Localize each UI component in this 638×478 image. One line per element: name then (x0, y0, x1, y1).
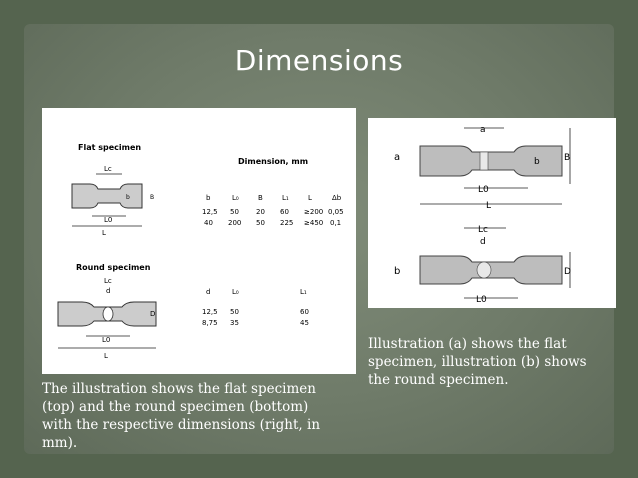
dim-L-label: L (486, 201, 491, 211)
round-header-d: d (206, 288, 210, 296)
figure-a-label: a (394, 152, 400, 163)
flat-l-label: L (102, 229, 106, 237)
flat-cell: ≥450 (304, 219, 323, 227)
round-header-l0: L₀ (232, 288, 239, 296)
flat-cross-section (479, 151, 489, 171)
dimension-header: Dimension, mm (238, 157, 308, 166)
right-figure-drawing: a a b B L0 L b Lc d D L0 (394, 125, 571, 305)
flat-header-L: L (308, 194, 312, 202)
dim-b-label: b (534, 157, 540, 167)
flat-l0-label: L0 (104, 216, 112, 224)
dim-d-label: d (480, 237, 486, 247)
right-figure: a a b B L0 L b Lc d D L0 (368, 118, 616, 308)
round-D-label: D (150, 310, 155, 318)
dim-B-label: B (564, 153, 570, 163)
dim-a-label: a (480, 125, 486, 135)
flat-cell: 0,05 (328, 208, 344, 216)
round-cell: 60 (300, 308, 309, 316)
round-table: d L₀ L₁ 12,5 50 60 8,75 35 45 (202, 288, 309, 327)
round-cross-section (102, 306, 114, 322)
round-specimen-cross-section (476, 261, 492, 279)
flat-cell: 225 (280, 219, 293, 227)
round-cell: 12,5 (202, 308, 218, 316)
flat-cell: 50 (256, 219, 265, 227)
flat-header-l1: L₁ (282, 194, 289, 202)
flat-b-label: b (126, 194, 130, 201)
dim-D-label: D (564, 267, 571, 277)
round-cell: 8,75 (202, 319, 218, 327)
left-figure: Flat specimen Dimension, mm L L0 Lc b B … (42, 108, 356, 374)
flat-header-l0: L₀ (232, 194, 239, 202)
flat-cell: 40 (204, 219, 213, 227)
flat-cell: ≥200 (304, 208, 323, 216)
left-figure-drawing: Flat specimen Dimension, mm L L0 Lc b B … (57, 143, 344, 360)
dim-Lc-label: Lc (478, 225, 488, 235)
flat-cell: 12,5 (202, 208, 218, 216)
caption-right: Illustration (a) shows the flat specimen… (368, 336, 587, 388)
flat-cell: 0,1 (330, 219, 341, 227)
round-header-l1: L₁ (300, 288, 307, 296)
round-lc-label: Lc (104, 277, 112, 285)
round-d-label: d (106, 287, 110, 295)
caption-left: The illustration shows the flat specimen… (42, 381, 321, 451)
dim-L0-label: L0 (478, 185, 489, 195)
slide-title: Dimensions (234, 44, 404, 77)
figure-b-label: b (394, 266, 400, 277)
flat-header-B: B (258, 194, 263, 202)
flat-cell: 50 (230, 208, 239, 216)
flat-cell: 60 (280, 208, 289, 216)
flat-table: b L₀ B L₁ L Δb 12,5 50 20 60 ≥200 0,05 4… (202, 194, 344, 227)
flat-specimen-label: Flat specimen (78, 143, 141, 152)
round-l0-label: L0 (102, 336, 110, 344)
flat-cell: 20 (256, 208, 265, 216)
round-cell: 35 (230, 319, 239, 327)
flat-B-label: B (150, 194, 154, 201)
round-specimen-label: Round specimen (76, 263, 151, 272)
flat-lc-label: Lc (104, 165, 112, 173)
flat-header-b: b (206, 194, 211, 202)
flat-cell: 200 (228, 219, 241, 227)
dim-L0-round-label: L0 (476, 295, 487, 305)
flat-header-db: Δb (332, 194, 342, 202)
round-cell: 50 (230, 308, 239, 316)
flat-specimen-shape (71, 183, 143, 209)
round-cell: 45 (300, 319, 309, 327)
round-l-label: L (104, 352, 108, 360)
flat-specimen-drawing (419, 145, 563, 177)
